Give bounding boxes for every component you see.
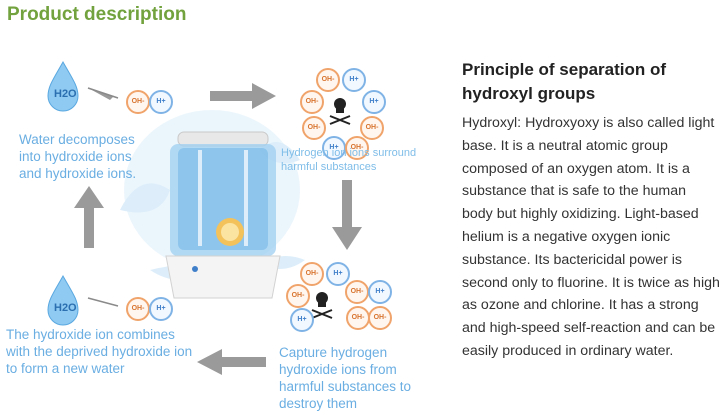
- h-ion: H+: [322, 136, 346, 160]
- article: Principle of separation of hydroxyl grou…: [462, 58, 720, 363]
- page-title: Product description: [7, 4, 187, 25]
- article-body: Hydroxyl: Hydroxyoxy is also called ligh…: [462, 115, 720, 359]
- h-ion: H+: [368, 280, 392, 304]
- arrow-icon: [74, 83, 362, 375]
- process-diagram: H2O H2O OH- H+ OH- H+ OH- H+ OH- H+ OH- …: [0, 40, 445, 419]
- oh-ion: OH-: [302, 116, 326, 140]
- h-ion: H+: [290, 308, 314, 332]
- oh-ion: OH-: [126, 297, 150, 321]
- purifier-device: [165, 131, 281, 299]
- oh-ion: OH-: [368, 306, 392, 330]
- step-label-capture: Capture hydrogen hydroxide ions from har…: [279, 345, 412, 411]
- water-formula-bottom: H2O: [54, 302, 77, 314]
- oh-ion: OH-: [286, 284, 310, 308]
- oh-ion: OH-: [126, 90, 150, 114]
- water-formula-top: H2O: [54, 88, 77, 100]
- skull-crossbones-icon: [311, 98, 351, 319]
- oh-ion: OH-: [316, 68, 340, 92]
- oh-ion: OH-: [360, 116, 384, 140]
- oh-ion: OH-: [345, 280, 369, 304]
- h-ion: H+: [362, 90, 386, 114]
- h-ion: H+: [326, 262, 350, 286]
- oh-ion: OH-: [300, 90, 324, 114]
- oh-ion: OH-: [346, 306, 370, 330]
- h-ion: H+: [149, 90, 173, 114]
- water-drop-icon: [47, 60, 79, 326]
- oh-ion: OH-: [300, 262, 324, 286]
- oh-ion: OH-: [345, 136, 369, 160]
- h-ion: H+: [342, 68, 366, 92]
- article-heading: Principle of separation of hydroxyl grou…: [462, 60, 667, 103]
- h-ion: H+: [149, 297, 173, 321]
- step-label-combine: The hydroxide ion combines with the depr…: [6, 327, 193, 376]
- step-label-surround: Hydrogen ion ions surround harmful subst…: [281, 147, 417, 173]
- step-label-decompose: Water decomposes into hydroxide ions and…: [19, 132, 137, 181]
